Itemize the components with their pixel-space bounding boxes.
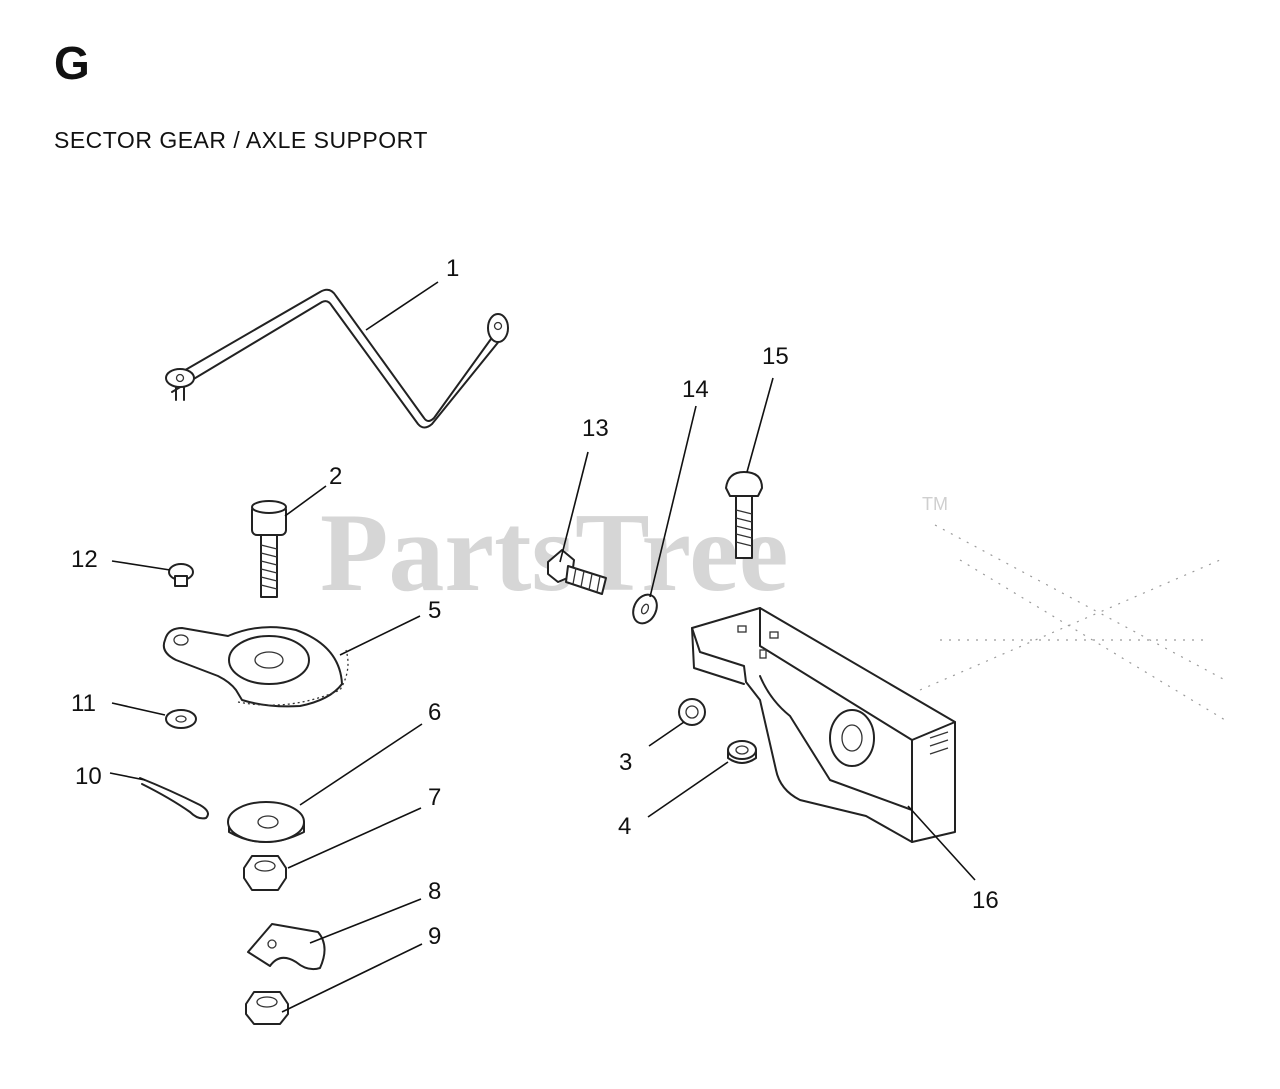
callout-10: 10 (75, 763, 102, 790)
part-3-bushing (678, 698, 706, 726)
callout-7: 7 (428, 784, 441, 811)
callout-11: 11 (71, 690, 96, 717)
callout-16: 16 (972, 887, 999, 914)
part-1-lift-link (165, 288, 509, 429)
callout-6: 6 (428, 699, 441, 726)
part-7-hex-nut (243, 855, 287, 891)
callout-5: 5 (428, 597, 441, 624)
callout-14: 14 (682, 376, 709, 403)
part-2-bolt (251, 500, 287, 598)
part-15-carriage-bolt (725, 471, 763, 559)
part-14-washer (632, 593, 658, 625)
watermark: PartsTree TM (320, 491, 948, 615)
callout-8: 8 (428, 878, 441, 905)
callout-3: 3 (619, 749, 632, 776)
part-11-washer (165, 709, 197, 729)
watermark-trademark: TM (922, 494, 948, 514)
callout-9: 9 (428, 923, 441, 950)
part-8-clamp (247, 923, 326, 971)
part-9-lock-nut (245, 991, 289, 1025)
assembly-guide-lines (919, 524, 1226, 721)
part-16-axle-support (691, 607, 956, 843)
part-4-bushing (727, 740, 757, 764)
part-13-bolt (547, 549, 607, 595)
callout-2: 2 (329, 463, 342, 490)
part-10-cotter-pin (139, 777, 209, 820)
section-title: SECTOR GEAR / AXLE SUPPORT (54, 127, 428, 153)
watermark-brand: PartsTree (320, 491, 789, 615)
part-6-spacer (227, 801, 305, 843)
callout-12: 12 (71, 546, 98, 573)
callout-4: 4 (618, 813, 631, 840)
section-letter: G (54, 37, 90, 89)
callout-numbers: 1 2 3 4 5 6 7 8 9 10 11 12 13 14 15 16 (71, 255, 999, 950)
callout-13: 13 (582, 415, 609, 442)
part-5-sector-gear (162, 626, 349, 708)
callout-15: 15 (762, 343, 789, 370)
callout-leaders (109, 281, 976, 1013)
part-12-shoulder-bolt (168, 563, 194, 587)
callout-1: 1 (446, 255, 459, 282)
